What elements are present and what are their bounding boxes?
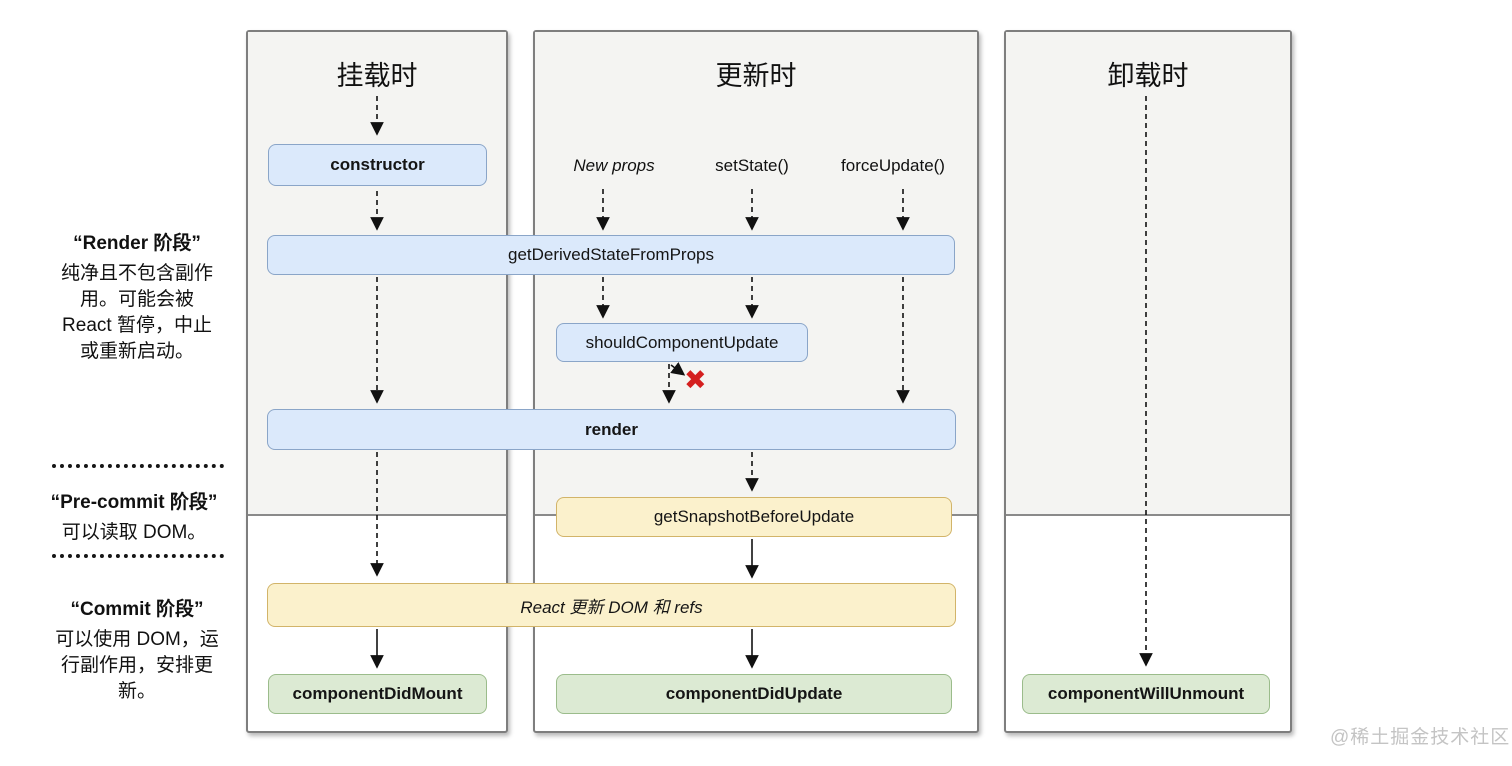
skip-render-x-icon: ✖ bbox=[684, 365, 707, 395]
pre-commit-phase-label: “Pre-commit 阶段” 可以读取 DOM。 bbox=[28, 487, 240, 546]
node-get-derived-state-from-props: getDerivedStateFromProps bbox=[267, 235, 955, 275]
node-should-component-update: shouldComponentUpdate bbox=[556, 323, 808, 362]
render-phase-label: “Render 阶段” 纯净且不包含副作 用。可能会被 React 暂停，中止 … bbox=[38, 228, 236, 365]
node-component-will-unmount: componentWillUnmount bbox=[1022, 674, 1270, 714]
node-component-did-update: componentDidUpdate bbox=[556, 674, 952, 714]
column-mounting-title: 挂载时 bbox=[336, 61, 418, 91]
node-react-updates-dom: React 更新 DOM 和 refs bbox=[267, 583, 956, 627]
trigger-force-update: forceUpdate() bbox=[841, 156, 945, 175]
trigger-new-props: New props bbox=[573, 156, 655, 175]
column-updating: 更新时 bbox=[533, 30, 979, 733]
column-unmounting-title: 卸载时 bbox=[1107, 61, 1189, 91]
pre-commit-phase-description: 可以读取 DOM。 bbox=[61, 522, 207, 543]
phase-divider-bottom bbox=[52, 554, 224, 558]
juejin-watermark: @稀土掘金技术社区 bbox=[1330, 727, 1511, 748]
column-unmounting-render-phase-band bbox=[1006, 32, 1290, 516]
column-mounting: 挂载时 bbox=[246, 30, 508, 733]
phase-divider-top bbox=[52, 464, 224, 468]
render-phase-description: 纯净且不包含副作 用。可能会被 React 暂停，中止 或重新启动。 bbox=[60, 263, 213, 362]
node-constructor: constructor bbox=[268, 144, 487, 186]
node-get-snapshot-before-update: getSnapshotBeforeUpdate bbox=[556, 497, 952, 537]
trigger-set-state: setState() bbox=[715, 156, 789, 175]
node-component-did-mount: componentDidMount bbox=[268, 674, 487, 714]
render-phase-title: “Render 阶段” bbox=[73, 233, 201, 254]
commit-phase-label: “Commit 阶段” 可以使用 DOM，运 行副作用，安排更 新。 bbox=[38, 594, 236, 705]
commit-phase-description: 可以使用 DOM，运 行副作用，安排更 新。 bbox=[55, 629, 219, 702]
pre-commit-phase-title: “Pre-commit 阶段” bbox=[50, 492, 218, 513]
column-unmounting: 卸载时 bbox=[1004, 30, 1292, 733]
column-updating-title: 更新时 bbox=[715, 61, 797, 91]
commit-phase-title: “Commit 阶段” bbox=[70, 599, 204, 620]
node-render: render bbox=[267, 409, 956, 450]
